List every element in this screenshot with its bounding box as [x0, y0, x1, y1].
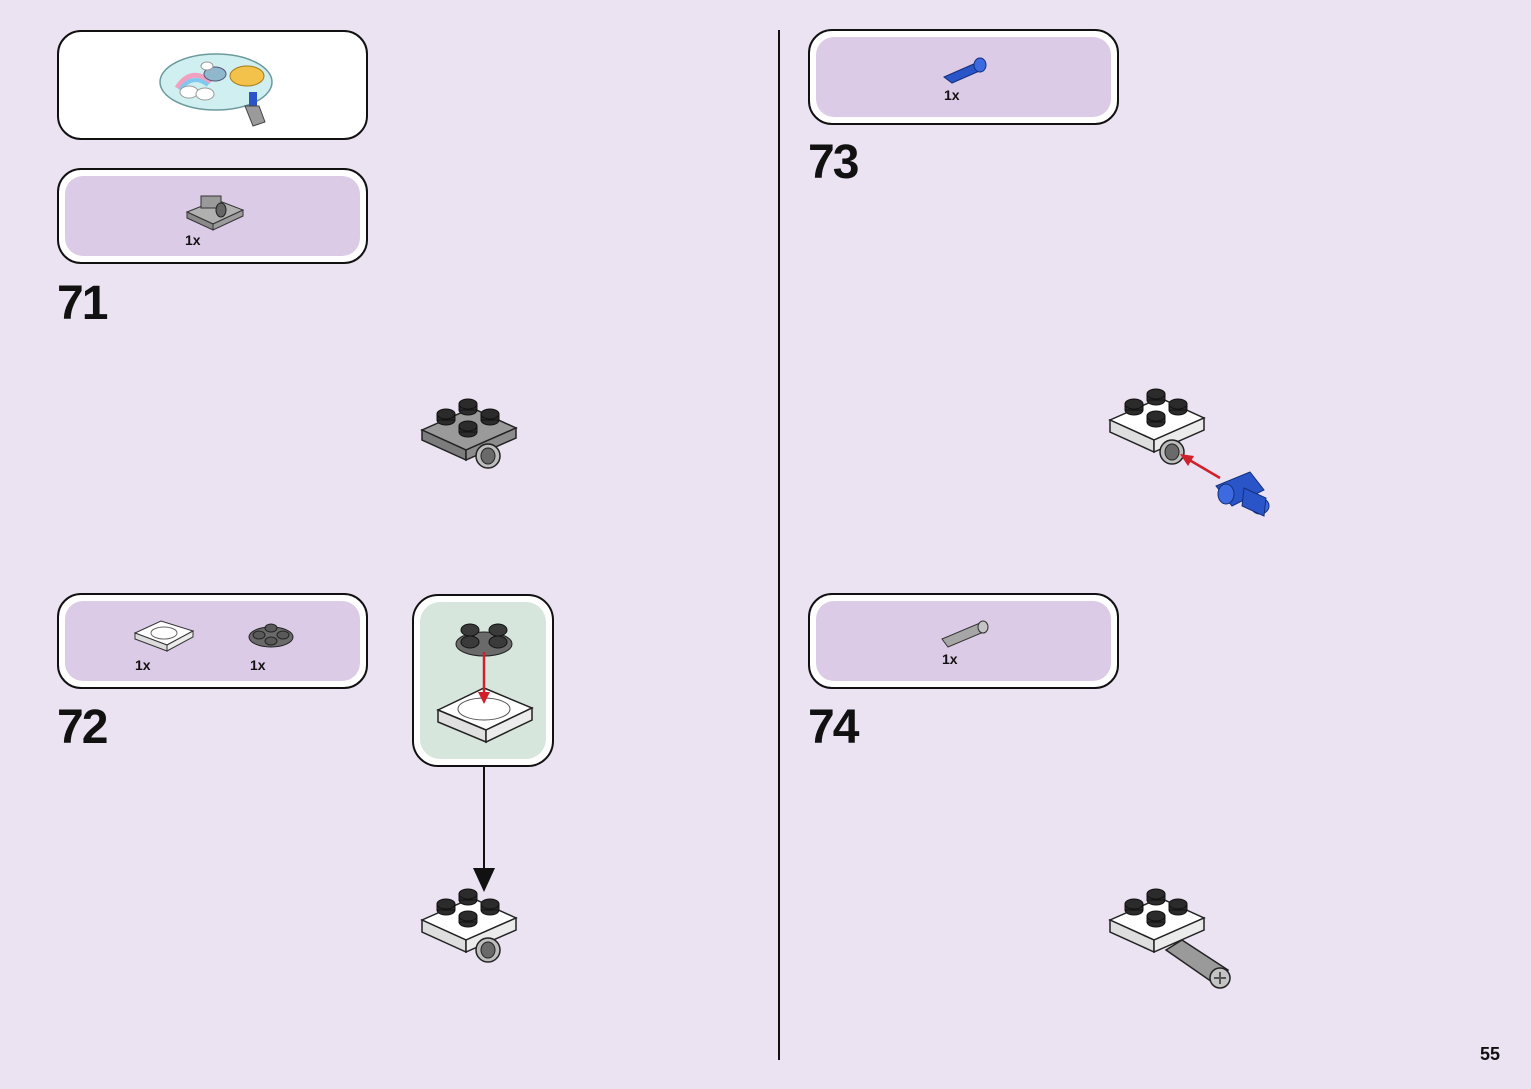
step-number: 73 [808, 136, 859, 189]
step-71-model [420, 398, 518, 469]
step-74-parts-list: 1x [808, 593, 1119, 689]
plate-with-hole-icon [185, 195, 245, 231]
part-qty: 1x [185, 232, 201, 248]
subassembly-callout [412, 594, 554, 767]
step-73-parts-list: 1x [808, 29, 1119, 125]
pin-icon [943, 57, 987, 84]
step-number: 74 [808, 701, 859, 754]
turntable-base-icon [133, 620, 195, 652]
step-74-model [1108, 888, 1231, 989]
axle-icon [941, 620, 989, 648]
part-qty: 1x [942, 651, 958, 667]
part-qty: 1x [250, 657, 266, 673]
step-73-model [1108, 388, 1270, 517]
part-qty: 1x [944, 87, 960, 103]
step-72-parts-list: 1x 1x [57, 593, 368, 689]
page-divider [778, 30, 780, 1060]
submodel-preview-box [57, 30, 368, 140]
down-arrow [473, 766, 495, 892]
turntable-assembly-icon [436, 623, 534, 744]
part-qty: 1x [135, 657, 151, 673]
step-72-model [420, 888, 518, 963]
step-71-parts-list: 1x [57, 168, 368, 264]
page-number: 55 [1480, 1044, 1501, 1064]
step-number: 72 [57, 701, 108, 754]
turntable-top-icon [248, 623, 294, 648]
submodel-preview-icon [159, 53, 273, 127]
parts-panel [65, 601, 360, 681]
step-number: 71 [57, 277, 108, 330]
